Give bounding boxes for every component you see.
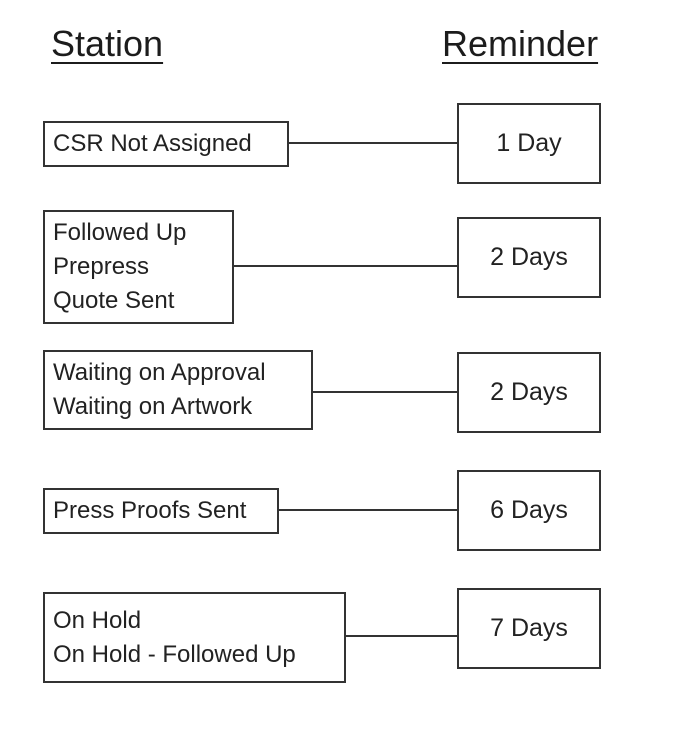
station-label: CSR Not Assigned — [53, 130, 252, 157]
reminder-label: 2 Days — [490, 243, 568, 271]
reminder-box-7-days: 7 Days — [457, 588, 601, 669]
station-label: Followed Up — [53, 219, 187, 246]
connector-line — [277, 509, 457, 511]
station-label: Waiting on Artwork — [53, 393, 253, 420]
station-column-header: Station — [51, 23, 164, 64]
station-label: Prepress — [53, 253, 150, 280]
station-label: On Hold - Followed Up — [53, 640, 296, 668]
station-box-press-proofs-sent: Press Proofs Sent — [43, 488, 279, 534]
station-label: Quote Sent — [53, 287, 175, 314]
station-box-waiting-on-approval-artwork: Waiting on Approval Waiting on Artwork — [43, 350, 313, 430]
reminder-label: 1 Day — [496, 129, 562, 157]
connector-line — [287, 142, 457, 144]
connector-line — [232, 265, 457, 267]
reminder-column-header: Reminder — [442, 23, 599, 64]
connector-line — [345, 635, 457, 637]
reminder-label: 2 Days — [490, 378, 568, 406]
reminder-box-2-days: 2 Days — [457, 352, 601, 433]
reminder-label: 7 Days — [490, 614, 568, 642]
station-box-csr-not-assigned: CSR Not Assigned — [43, 121, 289, 167]
reminder-box-1-day: 1 Day — [457, 103, 601, 184]
reminder-box-6-days: 6 Days — [457, 470, 601, 551]
reminder-label: 6 Days — [490, 496, 568, 524]
station-box-followed-up-prepress-quote-sent: Followed Up Prepress Quote Sent — [43, 210, 234, 324]
station-label: On Hold — [53, 606, 142, 634]
reminder-box-2-days: 2 Days — [457, 217, 601, 298]
station-label: Waiting on Approval — [53, 359, 266, 386]
station-label: Press Proofs Sent — [53, 497, 247, 524]
connector-line — [312, 391, 457, 393]
station-box-on-hold: On Hold On Hold - Followed Up — [43, 592, 346, 683]
